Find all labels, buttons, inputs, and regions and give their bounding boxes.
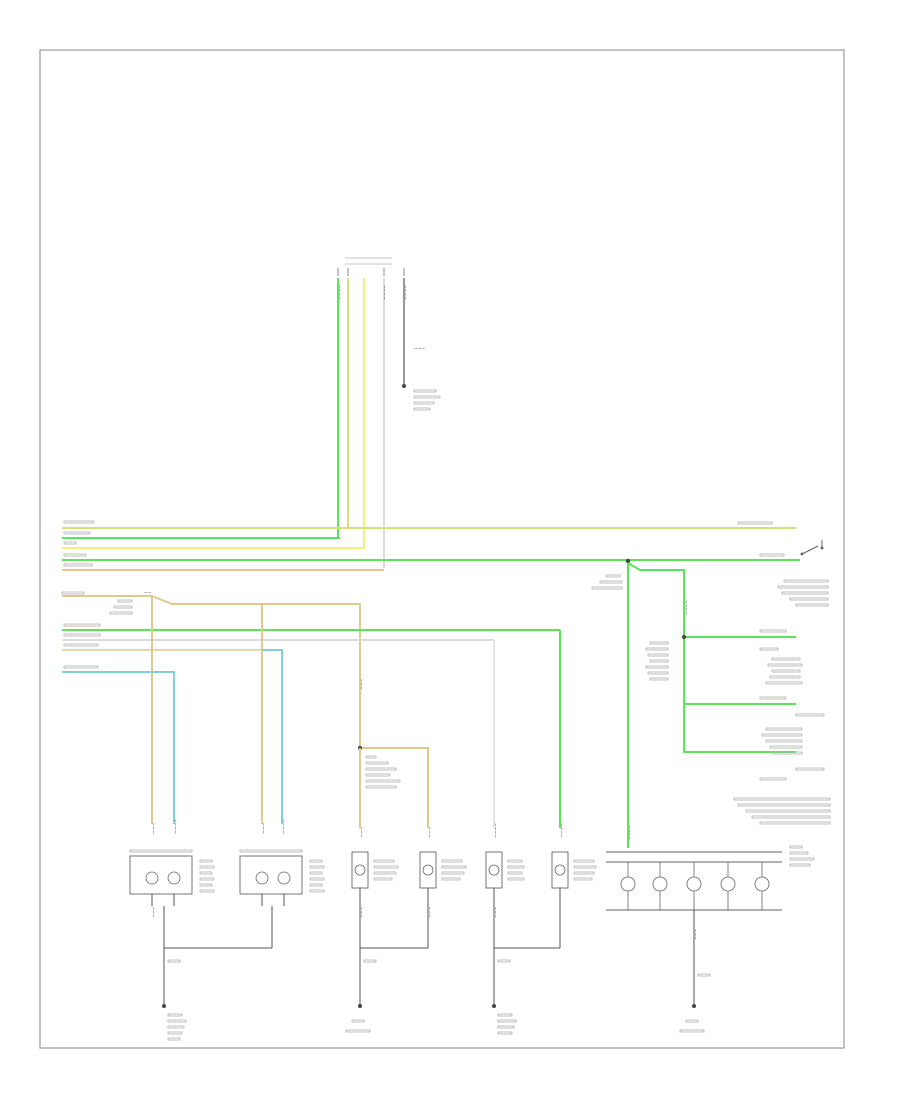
lamp-center-4	[551, 851, 597, 889]
svg-text:~~~~: ~~~~	[494, 823, 499, 838]
ground-center	[345, 888, 429, 1033]
main-bus	[62, 520, 800, 571]
lamp-center-3	[485, 851, 525, 889]
svg-text:~~~~: ~~~~	[560, 823, 565, 838]
splice-label	[591, 574, 623, 590]
svg-text:~~~: ~~~	[152, 822, 157, 834]
svg-text:~~~~: ~~~~	[174, 819, 179, 834]
lower-bus: ~~	[61, 591, 560, 748]
svg-text:~~~: ~~~	[360, 678, 365, 690]
ground-right-center	[492, 888, 561, 1035]
lamp-assembly-left	[129, 849, 215, 895]
branch-labels	[645, 629, 831, 825]
wire-green-branch	[627, 562, 796, 753]
svg-text:~~~~: ~~~~	[338, 285, 343, 300]
svg-text:~~~: ~~~	[360, 906, 365, 918]
svg-text:~~~: ~~~	[494, 906, 499, 918]
svg-text:~~~: ~~~	[694, 928, 699, 940]
splice-dot-icon	[625, 558, 631, 564]
svg-text:~~~~: ~~~~	[404, 285, 409, 300]
instrument-cluster	[606, 845, 815, 911]
svg-text:~~~: ~~~	[152, 906, 157, 918]
ground-cluster	[679, 910, 711, 1033]
diagram-frame	[39, 49, 845, 1049]
lamp-center-2	[419, 851, 467, 889]
ground-top	[402, 384, 441, 411]
switch-label	[777, 579, 829, 607]
svg-text:~~~: ~~~	[262, 822, 267, 834]
svg-text:~~~~: ~~~~	[628, 825, 633, 840]
ground-left	[151, 894, 285, 1041]
switch-icon	[800, 540, 824, 556]
trailer-connector	[337, 257, 405, 276]
svg-text:~~~: ~~~	[428, 906, 433, 918]
svg-text:~~~~: ~~~~	[685, 600, 690, 615]
lamp-center-1	[351, 851, 399, 889]
lamp-assembly-right	[239, 849, 325, 895]
svg-text:~~~~: ~~~~	[282, 819, 287, 834]
svg-text:~~~~: ~~~~	[383, 285, 388, 300]
center-splice-label	[365, 755, 401, 789]
svg-text:~~~: ~~~	[360, 826, 365, 838]
svg-text:~~~: ~~~	[428, 826, 433, 838]
svg-text:~~~: ~~~	[414, 347, 426, 352]
svg-text:~~: ~~	[144, 591, 152, 596]
